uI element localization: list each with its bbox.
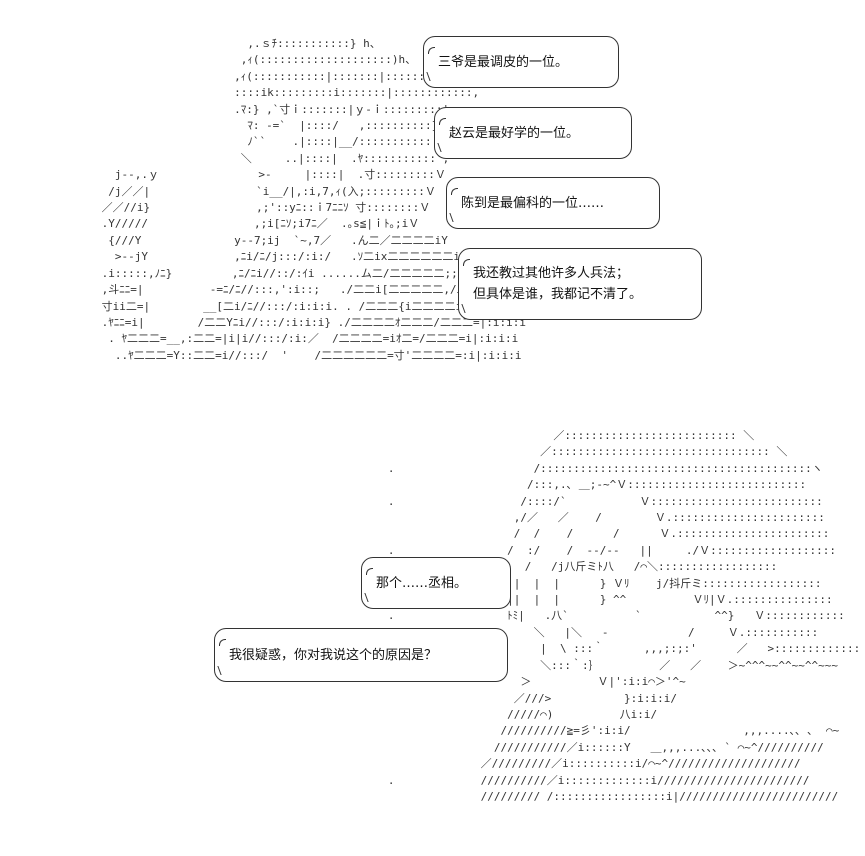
speech-bubble-4: 我还教过其他许多人兵法； 但具体是谁，我都记不清了。 bbox=[458, 248, 702, 320]
speech-bubble-line: 我很疑惑，你对我说这个的原因是？ bbox=[229, 647, 438, 663]
speech-bubble-line: 我还教过其他许多人兵法； bbox=[473, 266, 630, 281]
speech-bubble-line: 赵云是最好学的一位。 bbox=[449, 125, 580, 141]
speech-bubble-line: 三爷是最调皮的一位。 bbox=[438, 54, 569, 70]
ascii-art-student-figure: ／:::::::::::::::::::::::::: ＼ ／:::::::::… bbox=[387, 429, 861, 803]
speech-bubble-2: 赵云是最好学的一位。 bbox=[434, 107, 632, 159]
speech-bubble-3: 陈到是最偏科的一位…… bbox=[446, 177, 660, 229]
speech-bubble-line: 陈到是最偏科的一位…… bbox=[461, 195, 605, 211]
speech-bubble-line: 但具体是谁，我都记不清了。 bbox=[473, 287, 643, 302]
speech-bubble-line: 那个……丞相。 bbox=[376, 575, 468, 591]
speech-bubble-6: 我很疑惑，你对我说这个的原因是？ bbox=[214, 628, 508, 682]
speech-bubble-1: 三爷是最调皮的一位。 bbox=[423, 36, 619, 88]
speech-bubble-5: 那个……丞相。 bbox=[361, 557, 511, 609]
ascii-art-teacher-figure: ,.ｓﾁ:::::::::::} h、 ,ｨ(:::::::::::::::::… bbox=[101, 37, 544, 362]
